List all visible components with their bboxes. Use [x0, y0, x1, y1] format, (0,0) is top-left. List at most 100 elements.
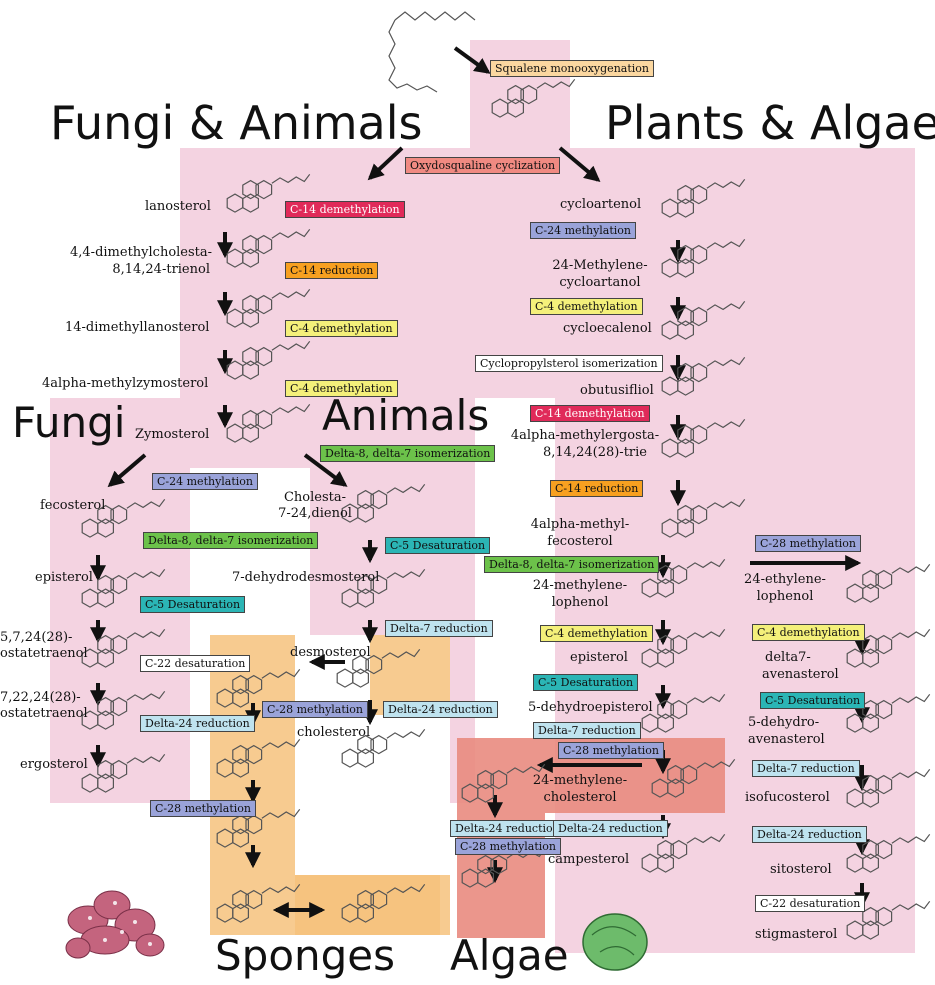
compound-methylenecycloartanol-2: cycloartanol — [545, 275, 655, 290]
enzyme-c24-methylation-fungi: C-24 methylation — [152, 473, 258, 490]
compound-avenasterol-1: delta7- — [765, 650, 811, 665]
enzyme-c5-desaturation-animals: C-5 Desaturation — [385, 537, 490, 554]
compound-campesterol: campesterol — [548, 852, 629, 867]
enzyme-c4-demethylation-fa2: C-4 demethylation — [285, 380, 398, 397]
enzyme-c14-demethylation-p: C-14 demethylation — [530, 405, 650, 422]
compound-ergostatetraenol-1: 5,7,24(28)- — [0, 630, 70, 645]
heading-plants-algae: Plants & Algae — [605, 100, 935, 146]
sponge-sterol2-structure — [217, 739, 300, 777]
enzyme-delta7-reduction-animals: Delta-7 reduction — [385, 620, 493, 637]
enzyme-c5-desaturation-plants2: C-5 Desaturation — [760, 692, 865, 709]
enzyme-cyclopropylsterol-isomerization: Cyclopropylsterol isomerization — [475, 355, 663, 372]
compound-ethylidenelophenol-1: 24-ethylene- — [740, 572, 830, 587]
compound-dimethyllanosterol: 14-dimethyllanosterol — [65, 320, 209, 335]
compound-episterol-plants: episterol — [570, 650, 628, 665]
enzyme-c4-demethylation-fa1: C-4 demethylation — [285, 320, 398, 337]
compound-fecosterol: fecosterol — [40, 498, 105, 513]
compound-lanosterol: lanosterol — [145, 199, 211, 214]
enzyme-delta24-reduction-fungi: Delta-24 reduction — [140, 715, 255, 732]
methylenecycloartanol-structure — [662, 239, 744, 277]
compound-zymosterol: Zymosterol — [135, 427, 209, 442]
cycloartenol-structure — [662, 179, 744, 217]
campesterol-structure — [642, 834, 724, 872]
compound-methylergosta-2: 8,14,24(28)-trie — [510, 445, 680, 460]
enzyme-c14-demethylation-fa: C-14 demethylation — [285, 201, 405, 218]
compound-methylfecosterol-1: 4alpha-methyl- — [520, 517, 640, 532]
episterol-plants-structure — [642, 629, 724, 667]
compound-dehydrodesmosterol: 7-dehydrodesmosterol — [232, 570, 379, 585]
sponge-sterol5-structure — [342, 884, 425, 922]
compound-ergostatetraenol-2: ostatetraenol — [0, 646, 80, 661]
heading-fungi: Fungi — [12, 402, 125, 444]
enzyme-isomerization-animals: Delta-8, delta-7 isomerization — [320, 445, 495, 462]
enzyme-c28-methylation-algae: C-28 methylation — [558, 742, 664, 759]
enzyme-c28-methylation-algae2: C-28 methylation — [455, 838, 561, 855]
compound-desmosterol: desmosterol — [290, 645, 371, 660]
enzyme-squalene-monooxygenation: Squalene monooxygenation — [490, 60, 654, 77]
enzyme-c14-reduction-p: C-14 reduction — [550, 480, 643, 497]
zymosterol-structure — [227, 404, 310, 442]
compound-cholestadienol-1: Cholesta- — [270, 490, 360, 505]
enzyme-c28-methylation-plants: C-28 methylation — [755, 535, 861, 552]
compound-dehydroavenasterol-2: avenasterol — [748, 732, 825, 747]
to-fungi-arrow — [110, 455, 145, 485]
enzyme-isomerization-fungi: Delta-8, delta-7 isomerization — [143, 532, 318, 549]
compound-dimethylcholesta-1: 4,4-dimethylcholesta- — [70, 245, 210, 260]
compound-methylfecosterol-2: fecosterol — [520, 534, 640, 549]
enzyme-c4-demethylation-p1: C-4 demethylation — [530, 298, 643, 315]
enzyme-delta24-reduction-animals: Delta-24 reduction — [383, 701, 498, 718]
compound-dimethylcholesta-2: 8,14,24-trienol — [70, 262, 210, 277]
enzyme-c4-demethylation-p2: C-4 demethylation — [540, 625, 653, 642]
compound-cholestadienol-2: 7-24,dienol — [270, 506, 360, 521]
compound-methylzymosterol: 4alpha-methylzymosterol — [42, 376, 208, 391]
enzyme-isomerization-plants: Delta-8, delta-7 isomerization — [484, 556, 659, 573]
compound-cholesterol: cholesterol — [297, 725, 370, 740]
methylfecosterol-structure — [662, 499, 744, 537]
compound-methylenelophenol-2: lophenol — [520, 595, 640, 610]
enzyme-oxidosqualene-cyclization: Oxydosqualine cyclization — [405, 157, 560, 174]
compound-methylenecholesterol-1: 24-methylene- — [525, 773, 635, 788]
heading-sponges: Sponges — [215, 935, 395, 977]
ethylidenelophenol-structure — [847, 564, 929, 602]
heading-fungi-animals: Fungi & Animals — [50, 100, 423, 146]
enzyme-c22-desaturation-fungi: C-22 desaturation — [140, 655, 250, 672]
heading-animals: Animals — [322, 395, 489, 437]
heading-algae: Algae — [450, 935, 569, 977]
obtusifoliol-structure — [662, 357, 744, 395]
to-fungi-animals-arrow — [370, 148, 402, 178]
compound-ergostatetraenol2-2: ostatetraenol — [0, 706, 80, 721]
enzyme-delta24-reduction-algae: Delta-24 reduction — [450, 820, 565, 837]
enzyme-c5-desaturation-plants: C-5 Desaturation — [533, 674, 638, 691]
compound-ethylidenelophenol-2: lophenol — [740, 589, 830, 604]
compound-isofucosterol: isofucosterol — [745, 790, 830, 805]
compound-methylenecholesterol-2: cholesterol — [525, 790, 635, 805]
oxidosqualene-structure — [492, 79, 574, 117]
enzyme-c24-methylation-plants: C-24 methylation — [530, 222, 636, 239]
compound-sitosterol: sitosterol — [770, 862, 832, 877]
compound-obtusifoliol: obutusifliol — [580, 383, 654, 398]
compound-dehydroavenasterol-1: 5-dehydro- — [748, 715, 819, 730]
compound-methylenecycloartanol-1: 24-Methylene- — [545, 258, 655, 273]
compound-dehydroepisterol: 5-dehydroepisterol — [528, 700, 653, 715]
to-plants-arrow — [560, 148, 598, 180]
methylzymosterol-structure — [227, 341, 310, 379]
enzyme-delta24-reduction-plants2: Delta-24 reduction — [752, 826, 867, 843]
enzyme-delta24-reduction-plants: Delta-24 reduction — [553, 820, 668, 837]
dehydroepisterol-structure — [642, 694, 724, 732]
enzyme-c4-demethylation-p3: C-4 demethylation — [752, 624, 865, 641]
compound-avenasterol-2: avenasterol — [762, 667, 839, 682]
enzyme-delta7-reduction-plants: Delta-7 reduction — [533, 722, 641, 739]
enzyme-c14-reduction-fa: C-14 reduction — [285, 262, 378, 279]
compound-stigmasterol: stigmasterol — [755, 927, 837, 942]
enzyme-c5-desaturation-fungi: C-5 Desaturation — [140, 596, 245, 613]
compound-methylergosta-1: 4alpha-methylergosta- — [500, 428, 670, 443]
cycloeucalenol-structure — [662, 301, 744, 339]
compound-methylenelophenol-1: 24-methylene- — [520, 578, 640, 593]
compound-episterol-fungi: episterol — [35, 570, 93, 585]
enzyme-c22-desaturation-plants: C-22 desaturation — [755, 895, 865, 912]
ergosterol-structure — [82, 754, 165, 792]
enzyme-c28-methylation-sponges2: C-28 methylation — [150, 800, 256, 817]
enzyme-delta7-reduction-plants2: Delta-7 reduction — [752, 760, 860, 777]
compound-ergosterol: ergosterol — [20, 757, 88, 772]
